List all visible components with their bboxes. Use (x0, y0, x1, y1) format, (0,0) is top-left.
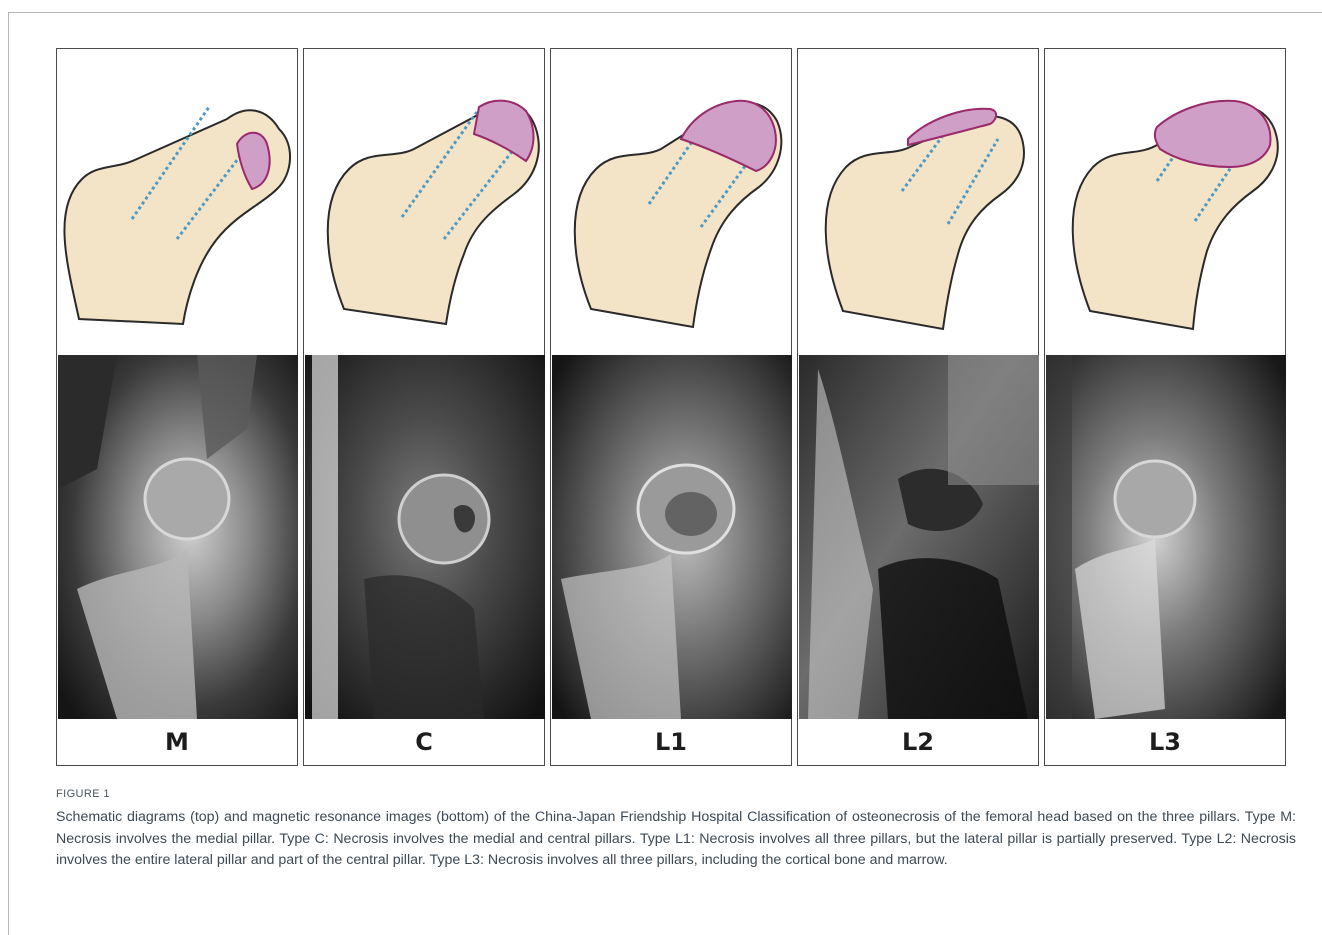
panel-label: L1 (551, 719, 791, 765)
panel-label: L2 (798, 719, 1038, 765)
panel-l2-graphic (798, 49, 1040, 767)
figure-caption: FIGURE 1 Schematic diagrams (top) and ma… (56, 788, 1296, 872)
caption-text: Schematic diagrams (top) and magnetic re… (56, 807, 1296, 872)
panel-m: M (56, 48, 298, 766)
femur-outline (826, 116, 1024, 329)
panel-c-graphic (304, 49, 546, 767)
panel-l3: L3 (1044, 48, 1286, 766)
figure-panels: M C (56, 48, 1288, 768)
panel-l1-graphic (551, 49, 793, 767)
panel-label: C (304, 719, 544, 765)
figure-number: FIGURE 1 (56, 788, 1296, 800)
panel-label: M (57, 719, 297, 765)
panel-l1: L1 (550, 48, 792, 766)
panel-c: C (303, 48, 545, 766)
panel-l3-graphic (1045, 49, 1287, 767)
panel-m-graphic (57, 49, 299, 767)
panel-l2: L2 (797, 48, 1039, 766)
panel-label: L3 (1045, 719, 1285, 765)
